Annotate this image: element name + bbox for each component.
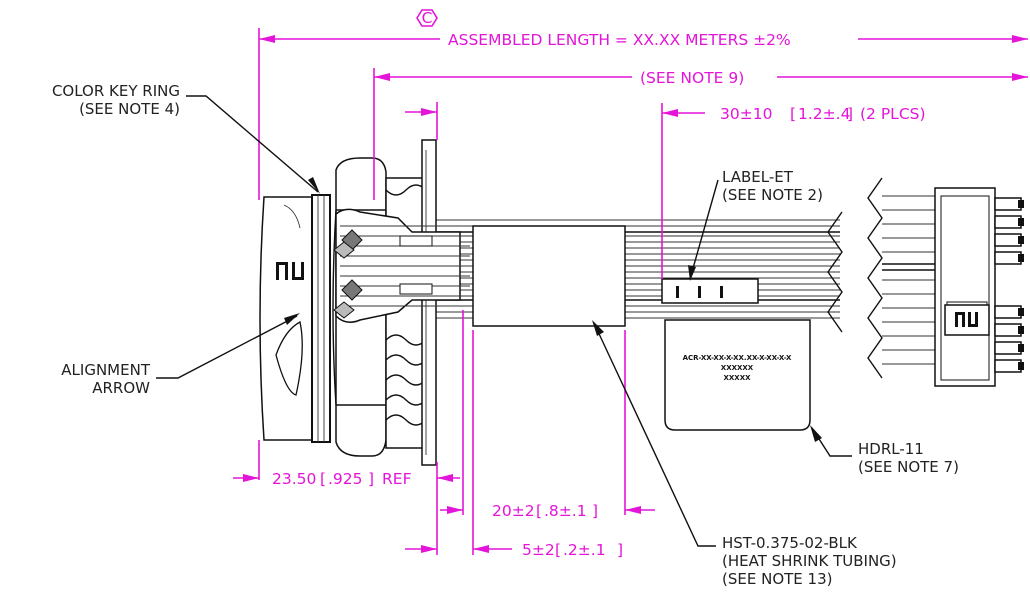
svg-text:]: ]	[617, 541, 623, 559]
label-et-marker	[661, 278, 759, 304]
right-header-connector	[934, 187, 1024, 387]
label-offset-value: 30±10	[720, 105, 772, 123]
see-note-9-label: (SEE NOTE 9)	[640, 69, 744, 87]
control-symbol-letter: C	[422, 9, 433, 27]
heat-shrink-callout: HST-0.375-02-BLK (HEAT SHRINK TUBING) (S…	[592, 320, 897, 588]
left-logo-icon	[276, 262, 304, 280]
svg-text:]: ]	[592, 502, 598, 520]
shrink-length-value: 20±2	[492, 502, 535, 520]
label-offset-inch: 1.2±.4	[798, 105, 850, 123]
hdrl-line-1: HDRL-11	[858, 440, 924, 458]
color-key-ring-line-1: COLOR KEY RING	[52, 82, 180, 100]
connector-ref-value: 23.50	[272, 470, 316, 488]
assembled-length-dimension: ASSEMBLED LENGTH = XX.XX METERS ±2%	[259, 31, 1028, 49]
hdrl-callout: HDRL-11 (SEE NOTE 7)	[810, 425, 959, 476]
shrink-length-inch: .8±.1	[544, 502, 587, 520]
label-et-line-1: LABEL-ET	[722, 168, 794, 186]
heat-shrink-line-3: (SEE NOTE 13)	[722, 570, 832, 588]
heat-shrink-line-2: (HEAT SHRINK TUBING)	[722, 552, 897, 570]
right-logo-icon	[955, 312, 978, 327]
alignment-arrow-callout: ALIGNMENT ARROW	[61, 313, 300, 397]
flange-top-arrow	[405, 108, 437, 116]
color-key-ring-line-2: (SEE NOTE 4)	[79, 100, 180, 118]
shrink-offset-dimension: 5±2 [ .2±.1 ]	[405, 541, 623, 559]
alignment-arrow-line-2: ARROW	[92, 379, 150, 397]
connector-cross-section	[333, 208, 470, 323]
label-offset-count: (2 PLCS)	[860, 105, 926, 123]
heat-shrink-line-1: HST-0.375-02-BLK	[722, 534, 858, 552]
alignment-arrow-shape	[275, 321, 303, 396]
connector-ref-inch: .925	[328, 470, 363, 488]
svg-text:[: [	[790, 105, 796, 123]
label-offset-dimension: 30±10 [ 1.2±.4 ] (2 PLCS)	[662, 105, 926, 123]
right-wire-bundle	[882, 195, 935, 365]
svg-text:[: [	[320, 470, 326, 488]
tag-part-number: ACR-XX-XX-X-XX.XX-X-XX-X-X	[683, 354, 792, 362]
alignment-arrow-line-1: ALIGNMENT	[61, 361, 151, 379]
shrink-offset-inch: .2±.1	[563, 541, 606, 559]
circular-connector	[259, 139, 470, 466]
connector-ref-suffix: REF	[382, 470, 412, 488]
color-key-ring	[311, 194, 331, 443]
label-et-callout: LABEL-ET (SEE NOTE 2)	[688, 168, 823, 281]
svg-text:]: ]	[368, 470, 374, 488]
hdrl-line-2: (SEE NOTE 7)	[858, 458, 959, 476]
svg-text:]: ]	[847, 105, 853, 123]
connector-ref-dimension: 23.50 [ .925 ] REF	[233, 470, 460, 488]
tag-line-2: XXXXXX	[721, 364, 754, 372]
cable-break-symbol	[827, 177, 883, 380]
hdrl-tag: ACR-XX-XX-X-XX.XX-X-XX-X-X XXXXXX XXXXX	[664, 319, 811, 431]
shrink-length-dimension: 20±2 [ .8±.1 ]	[440, 502, 655, 520]
heat-shrink-tubing	[472, 225, 626, 327]
tag-line-3: XXXXX	[724, 374, 752, 382]
assembled-length-label: ASSEMBLED LENGTH = XX.XX METERS ±2%	[448, 31, 791, 49]
connector-pins	[994, 197, 1024, 373]
color-key-ring-callout: COLOR KEY RING (SEE NOTE 4)	[52, 82, 320, 194]
svg-text:[: [	[555, 541, 561, 559]
shrink-offset-value: 5±2	[522, 541, 555, 559]
control-symbol: C	[416, 9, 438, 27]
svg-text:[: [	[536, 502, 542, 520]
note-9-dimension: (SEE NOTE 9)	[374, 69, 1028, 87]
label-et-line-2: (SEE NOTE 2)	[722, 186, 823, 204]
